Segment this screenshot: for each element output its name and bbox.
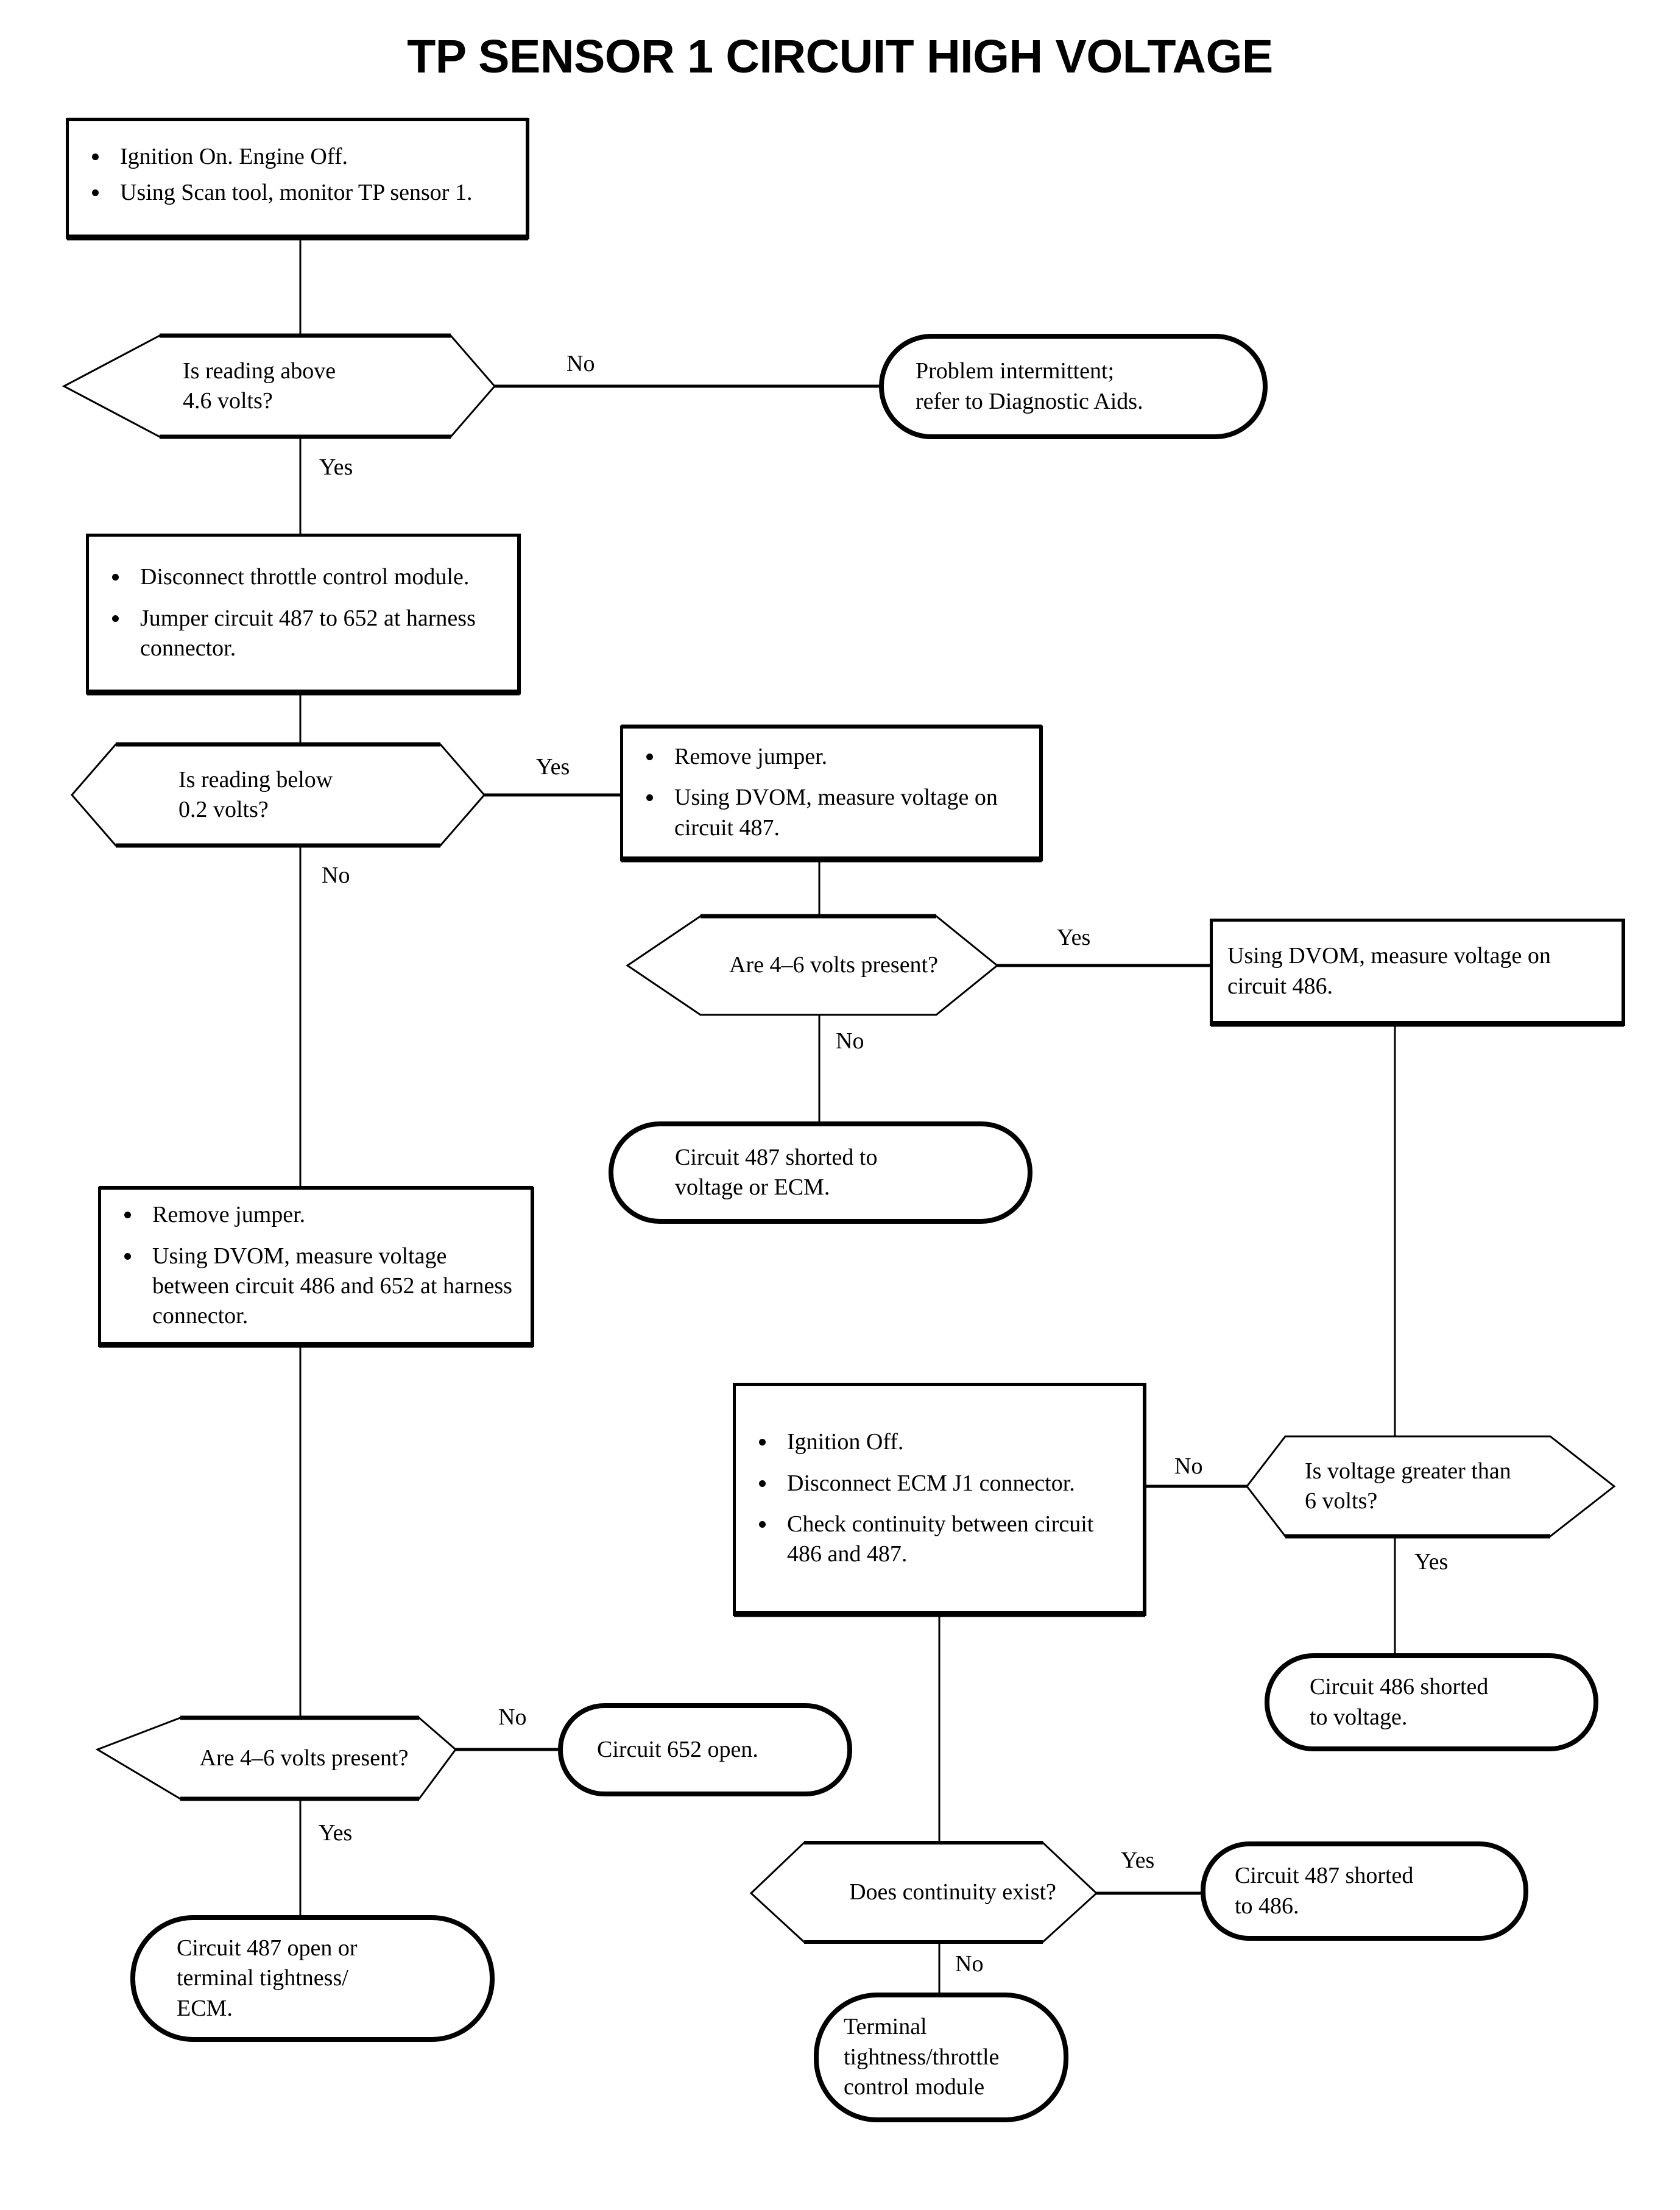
node-n16-line-1: Does continuity exist? [849, 1879, 1056, 1905]
node-n7-shape [626, 914, 999, 1016]
node-problem-intermittent[interactable]: Problem intermittent; refer to Diagnosti… [881, 336, 1265, 437]
node-circuit-487-open-terminal-tightness-ecm[interactable]: Circuit 487 open or terminal tightness/ … [133, 1918, 492, 2039]
node-ignition-off-disconnect-ecm-j1[interactable]: Ignition Off. Disconnect ECM J1 connecto… [734, 1384, 1145, 1615]
edge-label-n2-yes: Yes [319, 454, 353, 480]
node-remove-jumper-measure-486-652[interactable]: Remove jumper. Using DVOM, measure volta… [99, 1188, 533, 1346]
node-are-4-6-volts-present-upper[interactable]: Are 4–6 volts present? [627, 916, 997, 1015]
node-circuit-487-shorted-to-486[interactable]: Circuit 487 shorted to 486. [1203, 1844, 1526, 1938]
node-n6-bullet-2: Using DVOM, measure voltage on circuit 4… [641, 783, 1026, 843]
node-n15-shape [558, 1703, 852, 1796]
node-n1-bullet-2: Using Scan tool, monitor TP sensor 1. [87, 178, 512, 208]
node-remove-jumper-measure-487[interactable]: Remove jumper. Using DVOM, measure volta… [621, 727, 1042, 860]
node-n18-line-3: ECM. [177, 1995, 233, 2021]
node-n3-shape [879, 334, 1268, 439]
node-n9-shape [609, 1121, 1032, 1224]
node-n17-shape [1201, 1841, 1528, 1941]
node-disconnect-throttle-control-module[interactable]: Disconnect throttle control module. Jump… [87, 535, 520, 693]
node-is-reading-above-4-6-volts[interactable]: Is reading above 4.6 volts? [64, 336, 495, 437]
node-n10-bullet-1: Remove jumper. [119, 1200, 517, 1230]
node-n5-shape [71, 742, 485, 848]
node-are-4-6-volts-present-lower[interactable]: Are 4–6 volts present? [97, 1718, 456, 1799]
node-n17-line-1: Circuit 487 shorted [1235, 1863, 1414, 1889]
edge-label-n5-no: No [322, 863, 350, 888]
node-measure-voltage-circuit-486[interactable]: Using DVOM, measure voltage on circuit 4… [1211, 920, 1624, 1025]
node-is-voltage-greater-than-6-volts[interactable]: Is voltage greater than 6 volts? [1247, 1436, 1614, 1536]
node-n11-bullet-2: Disconnect ECM J1 connector. [754, 1469, 1129, 1499]
node-n14-line-1: Are 4–6 volts present? [199, 1745, 409, 1771]
node-n18-line-1: Circuit 487 open or [177, 1935, 358, 1961]
node-n18-shape [130, 1915, 495, 2042]
node-does-continuity-exist[interactable]: Does continuity exist? [751, 1843, 1096, 1942]
node-n2-line-2: 4.6 volts? [183, 388, 273, 414]
node-n7-line-1: Are 4–6 volts present? [729, 952, 938, 978]
node-is-reading-below-0-2-volts[interactable]: Is reading below 0.2 volts? [72, 744, 484, 846]
node-circuit-652-open[interactable]: Circuit 652 open. [560, 1706, 850, 1794]
node-circuit-486-shorted-to-voltage[interactable]: Circuit 486 shorted to voltage. [1267, 1656, 1596, 1749]
node-n8-line-1: Using DVOM, measure voltage on circuit 4… [1227, 943, 1551, 999]
node-n10-bullet-2: Using DVOM, measure voltage between circ… [119, 1241, 517, 1332]
edge-label-n12-yes: Yes [1414, 1549, 1449, 1575]
edge-label-n16-no: No [955, 1951, 984, 1977]
node-n5-line-2: 0.2 volts? [178, 797, 269, 822]
edge-label-n16-yes: Yes [1121, 1848, 1155, 1873]
node-n14-shape [95, 1715, 457, 1801]
node-n18-line-2: terminal tightness/ [177, 1965, 348, 1991]
node-n1-bullet-1: Ignition On. Engine Off. [87, 142, 512, 172]
node-n6-bullet-1: Remove jumper. [641, 742, 1026, 772]
node-n4-bullet-2: Jumper circuit 487 to 652 at harness con… [107, 604, 504, 664]
node-n13-shape [1265, 1653, 1598, 1751]
node-n12-line-2: 6 volts? [1305, 1488, 1378, 1514]
node-n16-shape [749, 1841, 1098, 1944]
node-n3-line-2: refer to Diagnostic Aids. [916, 388, 1143, 414]
node-n19-line-1: Terminal [844, 2014, 927, 2040]
page-title: TP SENSOR 1 CIRCUIT HIGH VOLTAGE [407, 30, 1273, 83]
edge-label-n7-no: No [836, 1028, 864, 1054]
edge-label-n5-yes: Yes [536, 754, 570, 780]
edge-label-n14-yes: Yes [319, 1820, 353, 1846]
node-n19-line-2: tightness/throttle [844, 2044, 1000, 2070]
node-n2-line-1: Is reading above [183, 358, 336, 384]
node-n9-line-2: voltage or ECM. [675, 1174, 830, 1200]
node-n17-line-2: to 486. [1235, 1893, 1299, 1919]
node-n5-line-1: Is reading below [178, 766, 333, 793]
node-n12-shape [1246, 1435, 1616, 1539]
node-n11-bullet-3: Check continuity between circuit 486 and… [754, 1509, 1129, 1570]
node-n3-line-1: Problem intermittent; [916, 358, 1115, 384]
node-terminal-tightness-throttle-control-module[interactable]: Terminal tightness/throttle control modu… [816, 1995, 1066, 2120]
node-n11-bullet-1: Ignition Off. [754, 1427, 1129, 1457]
edge-label-n12-no: No [1174, 1453, 1203, 1479]
node-n15-line-1: Circuit 652 open. [597, 1736, 758, 1762]
node-ignition-on-scan-tool[interactable]: Ignition On. Engine Off. Using Scan tool… [67, 119, 528, 238]
node-n4-bullet-1: Disconnect throttle control module. [107, 562, 504, 592]
node-n19-shape [814, 1993, 1068, 2122]
node-n12-line-1: Is voltage greater than [1305, 1458, 1511, 1484]
node-circuit-487-shorted-to-voltage-or-ecm[interactable]: Circuit 487 shorted to voltage or ECM. [611, 1124, 1030, 1221]
edge-label-n2-no: No [566, 351, 595, 376]
node-n13-line-2: to voltage. [1310, 1704, 1408, 1730]
edge-label-n14-no: No [498, 1704, 527, 1730]
node-n9-line-1: Circuit 487 shorted to [675, 1144, 878, 1170]
node-n2-shape [62, 333, 496, 439]
node-n19-line-3: control module [844, 2074, 985, 2100]
edge-label-n7-yes: Yes [1057, 925, 1091, 950]
node-n13-line-1: Circuit 486 shorted [1310, 1674, 1489, 1700]
